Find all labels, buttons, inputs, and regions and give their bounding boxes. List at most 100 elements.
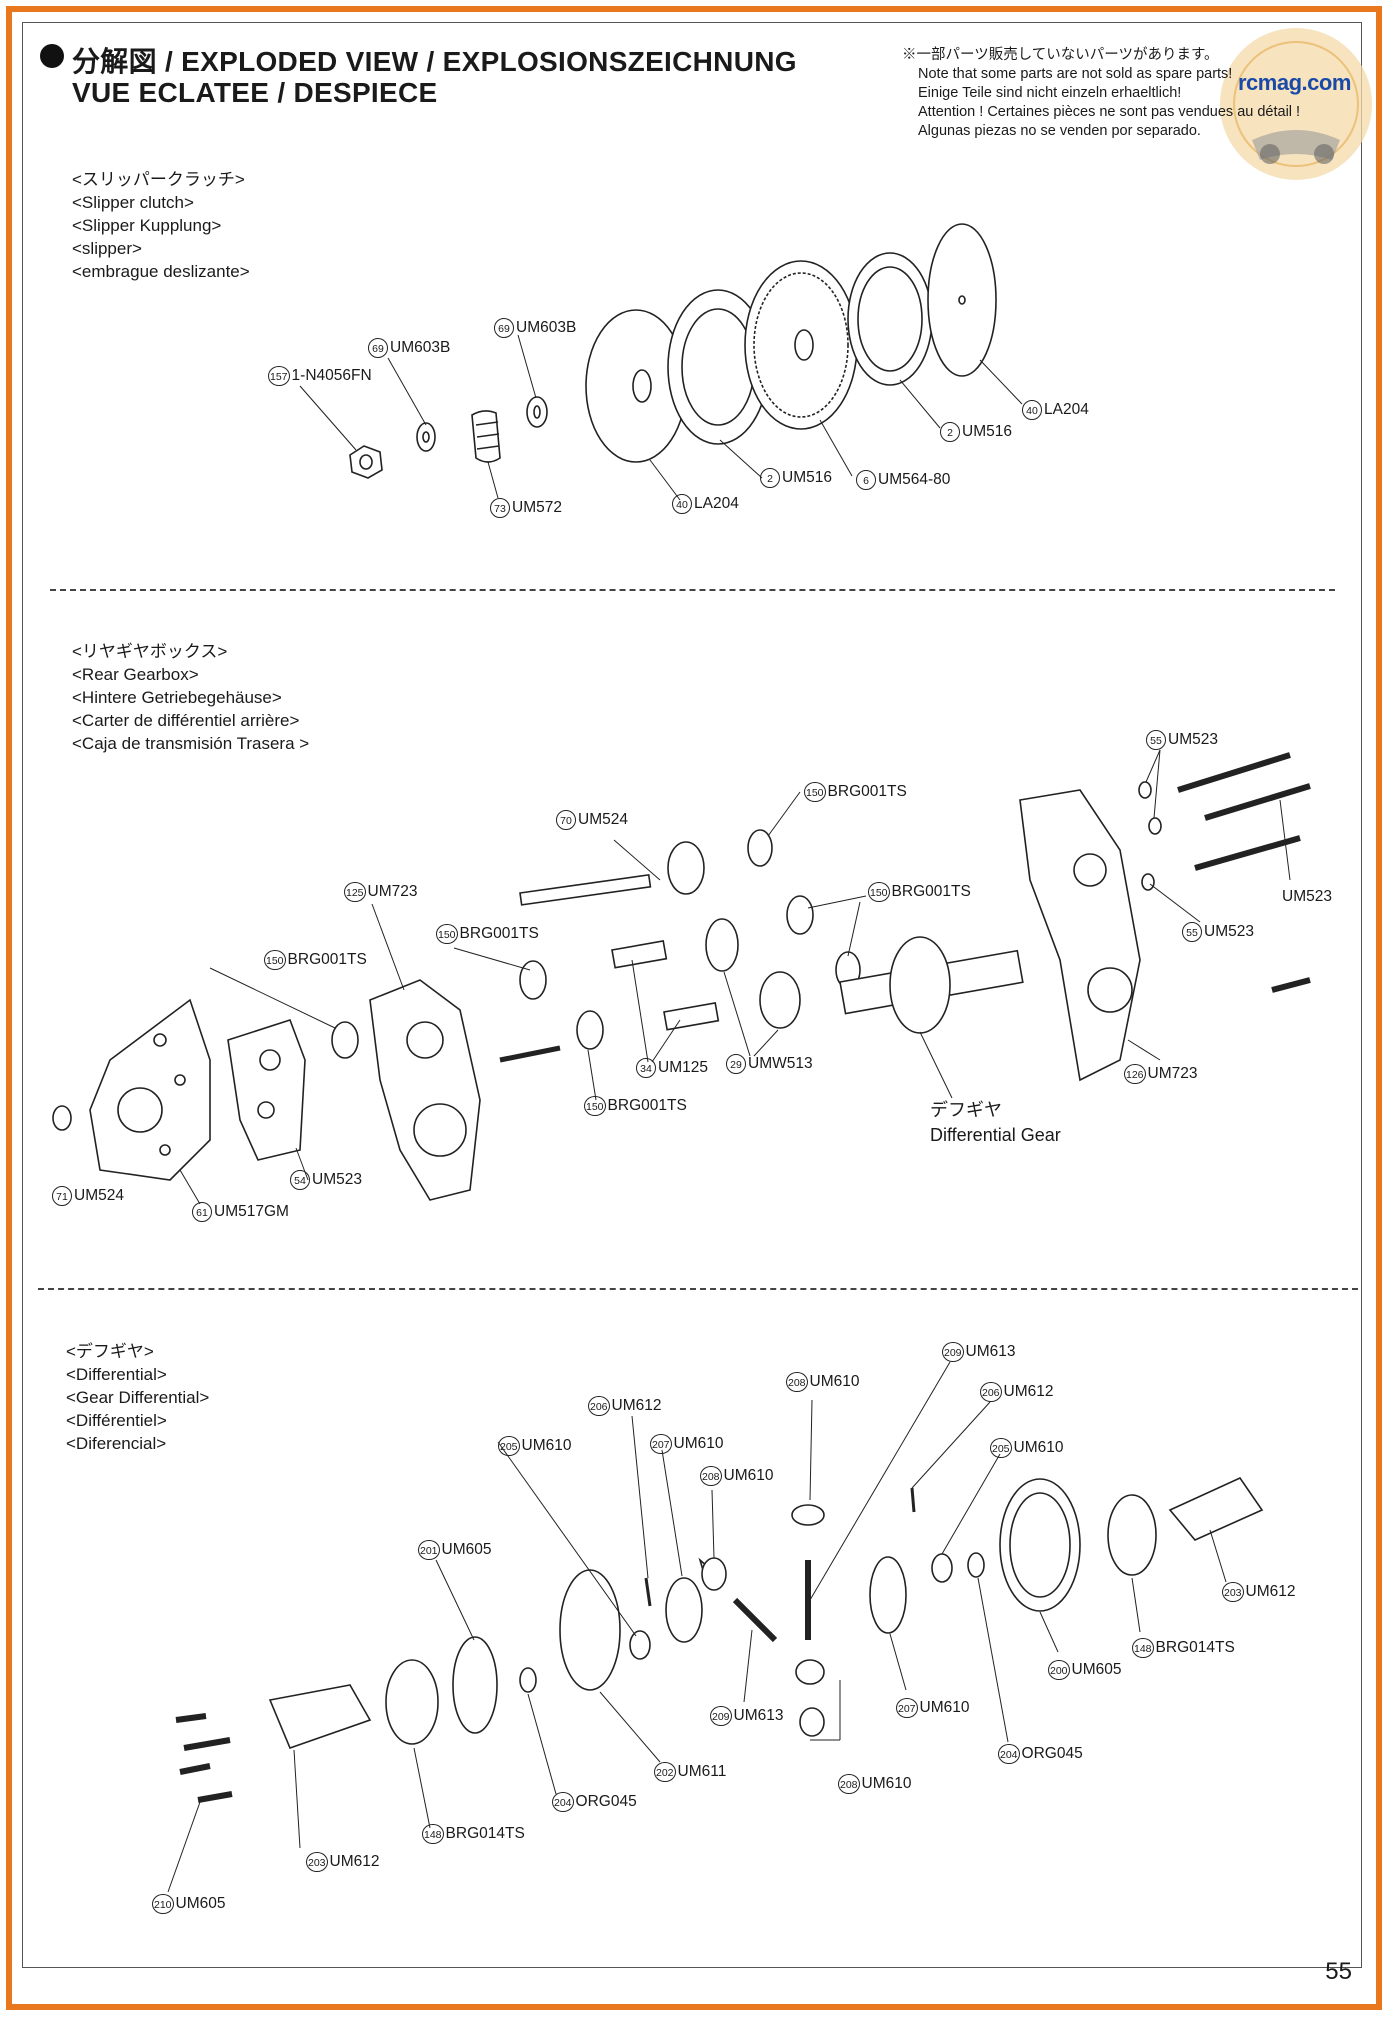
diff-gear-part (889, 936, 951, 1034)
gearbox-case-left-part (369, 979, 481, 1201)
bearing-part (385, 1659, 439, 1745)
o-ring-part (519, 1667, 537, 1693)
cross-pin-part (732, 1597, 778, 1643)
washer-part (931, 1553, 953, 1583)
outdrive-part (1168, 1476, 1264, 1541)
screw-part (1177, 752, 1291, 793)
pinion-gear-part (667, 841, 705, 895)
spider-gear-part (799, 1707, 825, 1737)
screw-part (183, 1737, 231, 1751)
spider-gear-part (795, 1659, 825, 1685)
diff-gear-label-en: Differential Gear (930, 1125, 1061, 1145)
spider-gear-part (791, 1504, 825, 1526)
shaft-part (519, 874, 652, 906)
idler-gear-part (759, 971, 801, 1029)
screw-part (1194, 835, 1301, 871)
section-divider (50, 589, 1335, 591)
bevel-gear-part (665, 1577, 703, 1643)
note-en: Note that some parts are not sold as spa… (918, 66, 1233, 82)
spider-gear-part (701, 1557, 727, 1591)
bearing-part (1107, 1494, 1157, 1576)
watermark-text: rcmag.com (1238, 70, 1351, 95)
spacer-part (52, 1105, 72, 1131)
gearbox-cover-part (227, 1019, 306, 1161)
bevel-gear-part (869, 1556, 907, 1634)
section-divider (38, 1288, 1358, 1290)
note-jp: ※一部パーツ販売していないパーツがあります。 (902, 47, 1219, 63)
part-label: UM523 (1282, 888, 1332, 905)
bearing-part (331, 1021, 359, 1059)
diff-gear-label-jp: デフギヤ (930, 1100, 1002, 1120)
pin-part (611, 940, 668, 969)
rcmag-logo (1220, 28, 1372, 180)
title-bullet-icon (40, 44, 64, 68)
diff-case-part (452, 1636, 498, 1734)
bearing-part (786, 895, 814, 935)
washer-part (629, 1630, 651, 1660)
bearing-part (519, 960, 547, 1000)
screw-part (175, 1713, 207, 1723)
page-title: 分解図 / EXPLODED VIEW / EXPLOSIONSZEICHNUN… (72, 46, 797, 77)
page-number: 55 (1325, 1958, 1352, 1985)
pin-part (663, 1002, 720, 1031)
idler-gear-part (705, 918, 739, 972)
gasket-part (559, 1569, 621, 1691)
page-title-line2: VUE ECLATEE / DESPIECE (72, 77, 438, 108)
note-fr: Attention ! Certaines pièces ne sont pas… (918, 104, 1301, 120)
screw-part (197, 1791, 233, 1803)
screw-part (1204, 783, 1311, 821)
gearbox-case-right-part (1019, 789, 1141, 1082)
bearing-part (576, 1010, 604, 1050)
note-es: Algunas piezas no se venden por separado… (918, 123, 1201, 139)
outdrive-part (268, 1684, 372, 1750)
page-border (22, 22, 1362, 1968)
screw-part (1271, 977, 1311, 993)
bearing-part (747, 829, 773, 867)
